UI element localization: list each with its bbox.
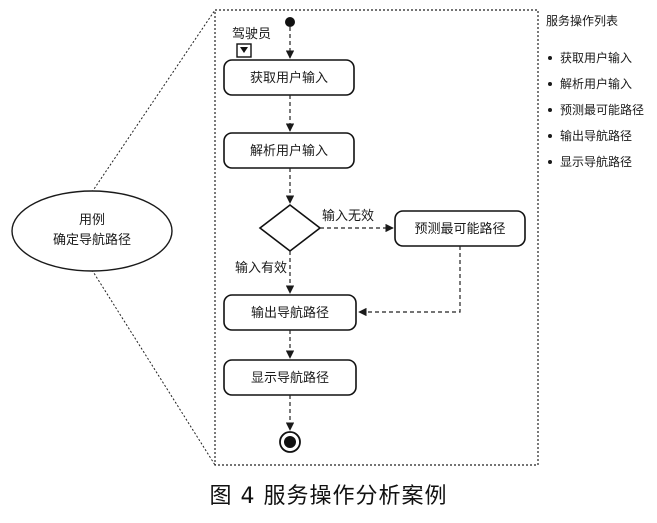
decision-node (258, 203, 322, 253)
initial-node (285, 17, 295, 27)
service-item-label: 解析用户输入 (560, 76, 632, 91)
service-list: 获取用户输入 解析用户输入 预测最可能路径 输出导航路径 显示导航路径 (548, 50, 644, 169)
activity-frame (214, 9, 539, 466)
service-list-item: 预测最可能路径 (548, 102, 644, 117)
service-list-item: 输出导航路径 (548, 128, 632, 143)
node-output-path-label: 输出导航路径 (251, 305, 329, 321)
service-item-label: 获取用户输入 (560, 50, 632, 65)
zoom-line-top (91, 9, 216, 193)
service-item-label: 预测最可能路径 (560, 102, 644, 117)
final-node (279, 431, 301, 453)
node-parse-input-label: 解析用户输入 (250, 143, 328, 159)
node-predict-path-label: 预测最可能路径 (414, 221, 505, 237)
bullet-icon (548, 82, 552, 86)
service-list-item: 获取用户输入 (548, 50, 632, 65)
use-case-ellipse (11, 190, 173, 272)
bullet-icon (548, 56, 552, 60)
bullet-icon (548, 160, 552, 164)
node-get-input-label: 获取用户输入 (250, 70, 328, 86)
guard-valid-label: 输入有效 (235, 260, 287, 276)
service-list-item: 显示导航路径 (548, 154, 632, 169)
use-case-name: 确定导航路径 (53, 232, 131, 248)
service-list-title: 服务操作列表 (546, 13, 618, 28)
bullet-icon (548, 108, 552, 112)
node-get-input (223, 59, 355, 96)
guard-invalid-label: 输入无效 (322, 208, 374, 224)
use-case-title: 用例 (79, 213, 105, 228)
actor-label: 驾驶员 (232, 27, 271, 42)
node-display-path-label: 显示导航路径 (251, 370, 329, 386)
zoom-line-bottom (91, 269, 216, 466)
figure-caption: 图 4 服务操作分析案例 (209, 484, 448, 509)
service-item-label: 输出导航路径 (560, 128, 632, 143)
service-item-label: 显示导航路径 (560, 154, 632, 169)
service-list-item: 解析用户输入 (548, 76, 632, 91)
bullet-icon (548, 134, 552, 138)
actor-icon (236, 43, 252, 58)
edge-predict-to-output (358, 246, 461, 317)
node-parse-input (223, 132, 355, 169)
